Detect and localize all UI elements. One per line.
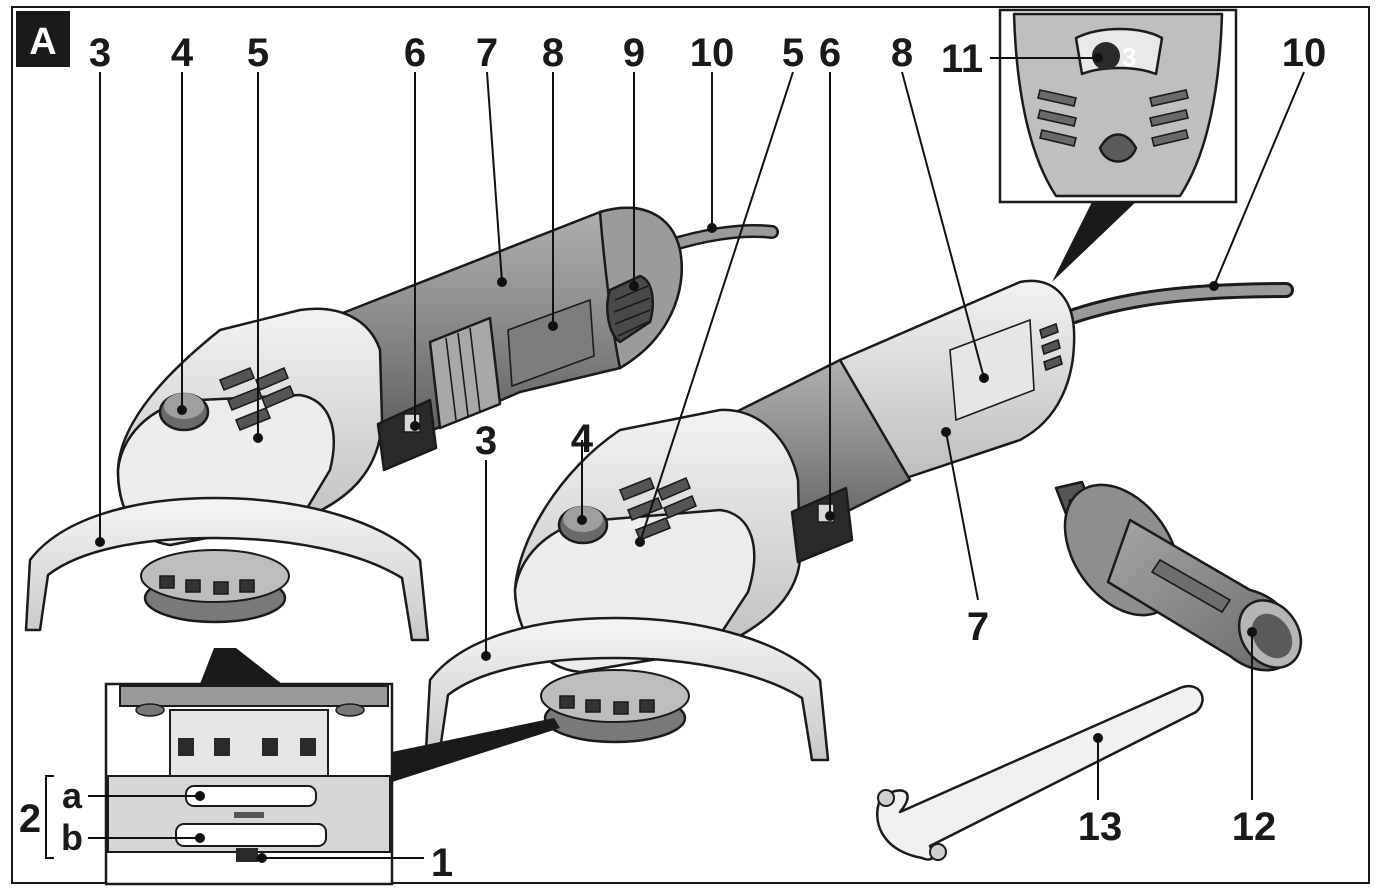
callout-7-right: 7 [967,605,989,649]
callout-10-right: 10 [1282,31,1327,75]
callout-3-left: 3 [89,31,111,75]
right-angle-grinder [424,279,1294,762]
callout-11: 11 [941,37,983,81]
flange-slot-b [175,823,327,847]
callout-4-left: 4 [171,31,194,75]
right-rating-plate [949,318,1035,422]
auxiliary-handle [1054,480,1303,672]
callout-8-right: 8 [891,31,913,75]
callout-7-left: 7 [476,31,498,75]
flange-detail-inset [104,648,560,886]
panel-letter: A [29,21,56,63]
callout-13: 13 [1078,805,1123,849]
callout-5-right: 5 [782,31,804,75]
left-protection-guard [24,496,430,642]
flange-slot-a [185,785,317,807]
callout-3-right: 3 [475,419,497,463]
callout-2b: b [61,817,83,858]
callout-12: 12 [1232,805,1277,849]
leader-lines [45,53,1305,863]
panel-badge: A [16,11,70,67]
callout-9: 9 [623,31,645,75]
right-protection-guard [424,616,830,762]
speed-dial-value: 3 [1122,42,1136,72]
left-angle-grinder [24,206,779,642]
two-pin-wrench [876,684,1204,861]
callout-6-left: 6 [404,31,426,75]
left-rating-plate [507,298,595,388]
callout-2a: a [62,775,83,816]
callout-8-left: 8 [542,31,564,75]
callout-10-left: 10 [690,31,735,75]
callout-2: 2 [19,797,41,841]
callout-labels: 3 4 5 6 7 8 9 10 5 6 8 11 10 3 4 7 12 13… [19,31,1326,885]
speed-dial-wheel [1092,42,1120,70]
speed-dial-inset: 3 [998,8,1238,282]
spindle-nut [236,848,258,862]
callout-1: 1 [431,841,453,885]
callout-6-right: 6 [819,31,841,75]
left-air-vent-grid [606,274,654,344]
callout-4-right: 4 [571,417,594,461]
callout-5-left: 5 [247,31,269,75]
